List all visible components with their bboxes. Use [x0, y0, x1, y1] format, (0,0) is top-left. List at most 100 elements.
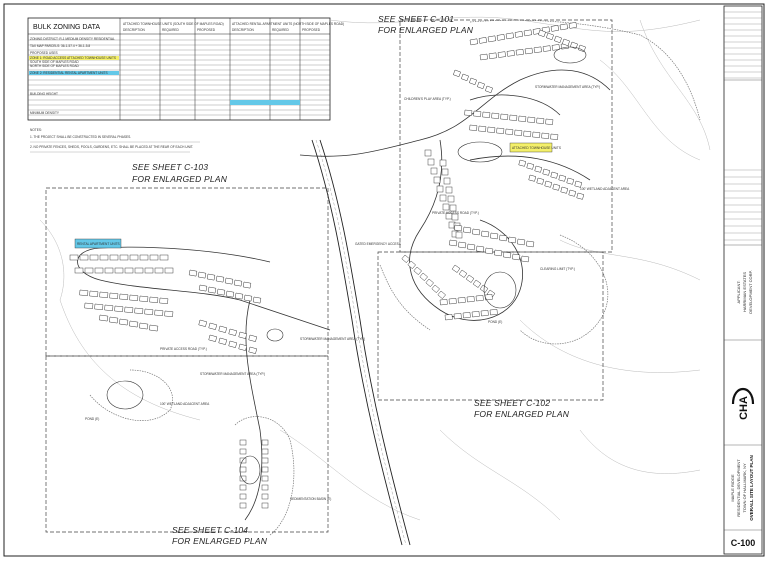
- building-unit: [485, 247, 494, 255]
- building-unit: [124, 267, 134, 274]
- building-unit: [503, 251, 512, 259]
- building-unit: [475, 295, 484, 302]
- building-unit: [467, 243, 476, 251]
- building-unit: [154, 309, 164, 316]
- applicant-label: APPLICANT:: [736, 281, 741, 304]
- building-unit: [448, 298, 457, 305]
- building-unit: [198, 319, 208, 327]
- building-unit: [206, 273, 216, 281]
- building-unit: [559, 23, 569, 31]
- building-unit: [159, 297, 169, 304]
- applicant-name: HARRIMAN ESTATES: [742, 272, 747, 312]
- zoning-highlight-yellow: [29, 56, 119, 60]
- building-unit: [512, 253, 521, 261]
- building-unit: [574, 180, 583, 188]
- building-unit: [239, 448, 247, 455]
- project-title: MAPLE RIDGE: [730, 474, 735, 502]
- building-unit: [233, 279, 243, 287]
- building-unit: [89, 290, 99, 297]
- building-unit: [197, 271, 207, 279]
- building-unit: [496, 34, 506, 41]
- building-unit: [544, 180, 553, 188]
- building-units: [69, 22, 586, 509]
- building-unit: [454, 224, 463, 232]
- building-unit: [419, 272, 428, 282]
- building-unit: [576, 192, 585, 200]
- building-unit: [558, 174, 567, 182]
- building-unit: [541, 132, 550, 139]
- building-unit: [505, 32, 515, 40]
- building-unit: [499, 234, 508, 242]
- building-unit: [261, 502, 269, 509]
- building-unit: [149, 296, 159, 303]
- building-unit: [228, 328, 238, 336]
- apartment-highlight: [74, 238, 122, 249]
- building-unit: [129, 294, 139, 301]
- label-stormwater-1: STORMWATER MANAGEMENT AREA (TYP.): [535, 85, 600, 89]
- building-unit: [560, 186, 569, 194]
- building-unit: [526, 162, 535, 170]
- building-unit: [261, 466, 269, 473]
- zoning-row-6: ZONE 2: RESIDENTIAL RENTAL APARTMENT UNI…: [30, 71, 108, 75]
- building-unit: [453, 69, 461, 78]
- building-unit: [552, 183, 561, 191]
- building-unit: [89, 254, 99, 261]
- building-unit: [69, 254, 79, 261]
- stormwater-area-ne: [553, 46, 587, 64]
- building-unit: [566, 177, 575, 185]
- building-unit: [188, 269, 198, 277]
- building-unit: [490, 232, 499, 240]
- building-unit: [124, 306, 134, 313]
- building-unit: [238, 331, 248, 339]
- building-unit: [462, 312, 471, 319]
- building-unit: [527, 116, 536, 123]
- building-unit: [119, 293, 129, 300]
- building-unit: [238, 343, 248, 351]
- building-unit: [497, 51, 506, 58]
- sheet-ref-c103-line1: SEE SHEET C-103: [132, 162, 208, 172]
- building-unit: [514, 129, 523, 136]
- building-unit: [234, 292, 244, 300]
- building-unit: [261, 457, 269, 464]
- townhouse-highlight: [509, 142, 553, 153]
- building-unit: [239, 493, 247, 500]
- north-access-road: [299, 69, 611, 321]
- building-unit: [444, 314, 453, 321]
- building-unit: [139, 322, 149, 330]
- building-unit: [550, 25, 560, 32]
- building-unit: [505, 128, 514, 135]
- zoning-row-2: TAX MAP PARCELS: 36-1-57.4 + 36-1-5.8: [30, 44, 90, 48]
- building-unit: [481, 230, 490, 238]
- label-stormwater-2: STORMWATER MANAGEMENT AREA (TYP.): [300, 337, 365, 341]
- building-unit: [451, 213, 459, 221]
- zoning-col-r1: DESCRIPTION: [232, 28, 254, 32]
- sheet-number: C-100: [731, 538, 756, 548]
- label-sed-basin: SEDIMENTATION BASIN (E): [290, 497, 331, 501]
- zoning-row-5: NORTH SIDE OF MAPLES ROAD: [30, 64, 80, 68]
- building-unit: [129, 320, 139, 328]
- sheet-border: [3, 3, 765, 557]
- zoning-row-4: ZONE 1: ROAD ACCESS ATTACHED TOWNHOUSE U…: [30, 56, 116, 60]
- zoning-row-south: SOUTH SIDE OF MAPLES ROAD: [30, 60, 79, 64]
- building-unit: [453, 313, 462, 320]
- match-lines: [45, 19, 613, 533]
- building-unit: [469, 38, 479, 46]
- label-play-area: CHILDREN'S PLAY AREA (TYP.): [404, 97, 451, 101]
- building-unit: [562, 38, 570, 47]
- zoning-table-title: BULK ZONING DATA: [33, 24, 100, 31]
- building-unit: [84, 267, 94, 274]
- building-unit: [119, 318, 129, 326]
- building-unit: [472, 228, 481, 236]
- building-unit: [458, 269, 468, 278]
- building-unit: [518, 115, 527, 122]
- pond-east: [483, 271, 517, 309]
- zoning-highlight-blue-2: [230, 100, 300, 105]
- building-unit: [104, 267, 114, 274]
- building-unit: [427, 158, 435, 166]
- building-unit: [239, 439, 247, 446]
- building-unit: [455, 231, 463, 239]
- building-unit: [487, 35, 497, 43]
- building-unit: [437, 290, 446, 300]
- note-2: 2. NO PRIVATE FENCES, SHEDS, POOLS, GARD…: [30, 145, 193, 149]
